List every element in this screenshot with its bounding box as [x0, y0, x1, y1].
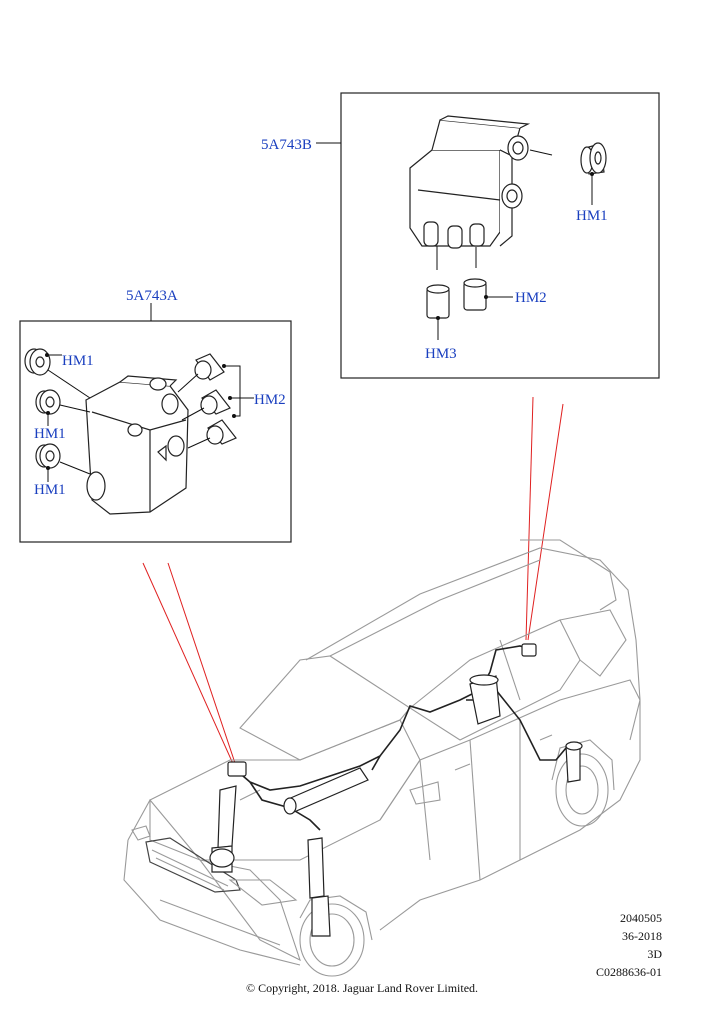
- meta-line-3: 3D: [647, 947, 662, 961]
- air-suspension-harness: [209, 643, 583, 937]
- hm1-plug-a1: [24, 348, 91, 399]
- vehicle-outline: [123, 539, 641, 977]
- hm2-plug-b: [463, 247, 513, 311]
- label-hm1-a2: HM1: [34, 426, 66, 442]
- valve-block-a: [85, 375, 189, 515]
- hm1-plug-a2: [35, 389, 91, 426]
- meta-line-1: 2040505: [620, 911, 662, 925]
- hm2-plugs-a: [177, 353, 254, 449]
- label-hm3-b: HM3: [425, 346, 457, 362]
- detail-box-b: 5A743B HM1 HM2 HM3: [261, 92, 660, 379]
- diagram-meta: 2040505 36-2018 3D C0288636-01: [560, 909, 662, 981]
- hm1-plug-b: [529, 142, 607, 205]
- label-hm2-b: HM2: [515, 290, 547, 306]
- label-5a743a: 5A743A: [126, 288, 178, 304]
- meta-line-4: C0288636-01: [596, 965, 662, 979]
- label-hm1-a3: HM1: [34, 482, 66, 498]
- label-hm1-b: HM1: [576, 208, 608, 224]
- copyright-notice: © Copyright, 2018. Jaguar Land Rover Lim…: [245, 981, 479, 995]
- meta-line-2: 36-2018: [622, 929, 662, 943]
- detail-box-a: 5A743A HM1 HM1 HM1 HM2: [19, 288, 292, 543]
- highlight-lines: [142, 396, 564, 767]
- hm1-plug-a3: [35, 443, 91, 482]
- valve-block-b: [409, 115, 531, 249]
- label-hm1-a1: HM1: [62, 353, 94, 369]
- hm3-plug-b: [426, 246, 450, 340]
- label-5a743b: 5A743B: [261, 137, 312, 153]
- label-hm2-a: HM2: [254, 392, 286, 408]
